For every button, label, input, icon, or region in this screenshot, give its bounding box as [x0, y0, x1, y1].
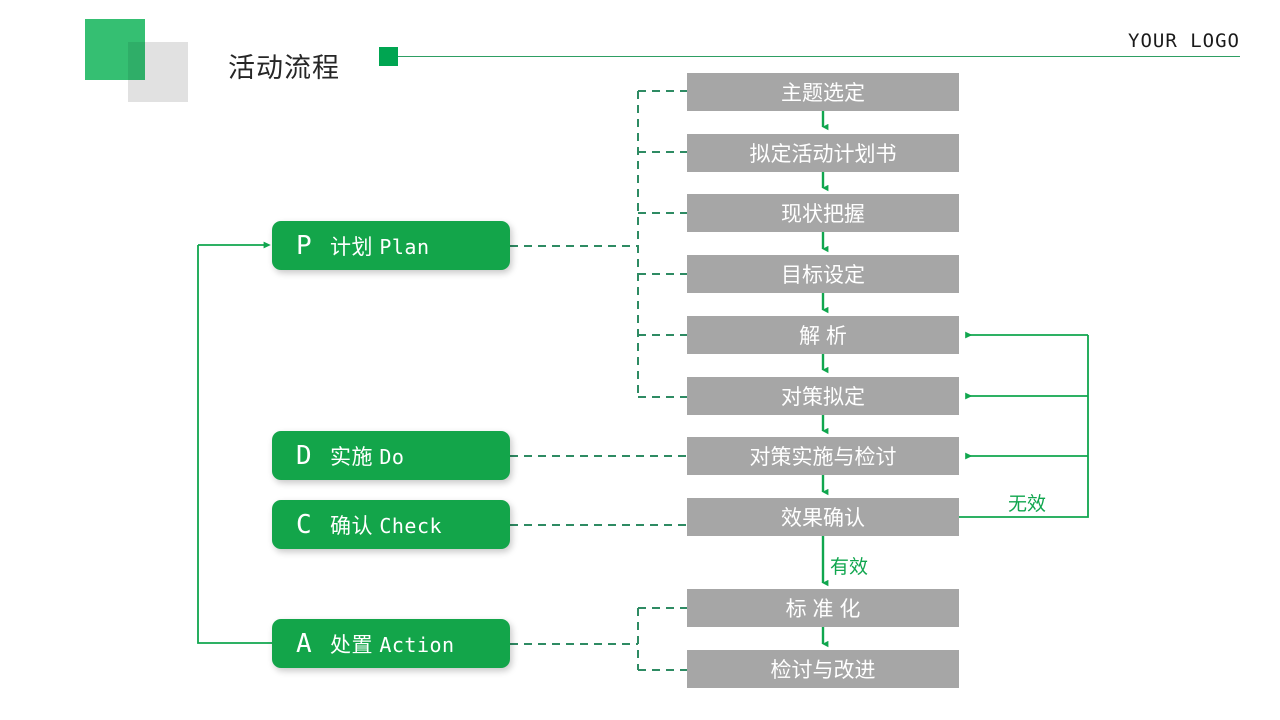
plan-bracket-dashed	[510, 90, 687, 398]
pdca-letter-c: C	[296, 509, 312, 540]
step-box[interactable]: 对策拟定	[687, 377, 959, 415]
pdca-box-action[interactable]: A 处置 Action	[272, 619, 510, 668]
pdca-box-check[interactable]: C 确认 Check	[272, 500, 510, 549]
step-box[interactable]: 检讨与改进	[687, 650, 959, 688]
pdca-box-plan[interactable]: P 计划 Plan	[272, 221, 510, 270]
logo-overlap-shade	[128, 42, 145, 80]
step-box[interactable]: 现状把握	[687, 194, 959, 232]
pdca-label-check: 确认 Check	[330, 510, 442, 540]
your-logo-text: YOUR LOGO	[1128, 30, 1240, 52]
pdca-en-check: Check	[379, 513, 443, 538]
step-box[interactable]: 目标设定	[687, 255, 959, 293]
pdca-label-action: 处置 Action	[330, 629, 455, 659]
step-box[interactable]: 拟定活动计划书	[687, 134, 959, 172]
step-box[interactable]: 对策实施与检讨	[687, 437, 959, 475]
step-box[interactable]: 主题选定	[687, 73, 959, 111]
action-bracket-dashed	[510, 607, 687, 671]
pdca-zh-action: 处置	[330, 633, 373, 657]
header-accent-marker	[379, 47, 398, 66]
step-box[interactable]: 标 准 化	[687, 589, 959, 627]
action-to-plan-loop	[197, 241, 272, 644]
pdca-en-plan: Plan	[379, 234, 430, 259]
pdca-box-do[interactable]: D 实施 Do	[272, 431, 510, 480]
pdca-zh-do: 实施	[330, 445, 373, 469]
pdca-en-do: Do	[379, 444, 405, 469]
pdca-letter-a: A	[296, 628, 312, 659]
pdca-label-do: 实施 Do	[330, 441, 404, 471]
pdca-zh-check: 确认	[330, 514, 373, 538]
step-box[interactable]: 效果确认	[687, 498, 959, 536]
pdca-letter-d: D	[296, 440, 312, 471]
step-box[interactable]: 解 析	[687, 316, 959, 354]
pdca-en-action: Action	[379, 632, 455, 657]
pdca-zh-plan: 计划	[330, 235, 373, 259]
header-divider-rule	[398, 56, 1240, 57]
pdca-label-plan: 计划 Plan	[330, 231, 430, 261]
decision-label-invalid: 无效	[1008, 494, 1047, 515]
decision-label-valid: 有效	[830, 557, 869, 578]
pdca-letter-p: P	[296, 230, 312, 261]
page-title: 活动流程	[228, 53, 340, 83]
